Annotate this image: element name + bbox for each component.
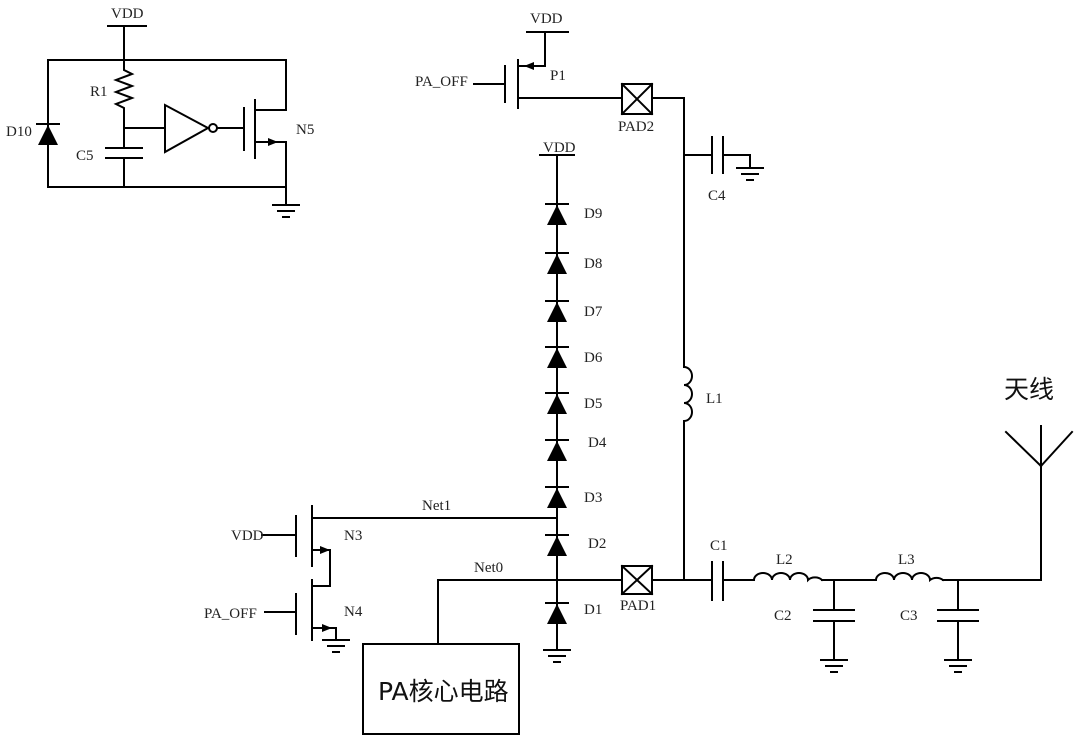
inductor-l1 bbox=[682, 365, 693, 423]
ground-n5 bbox=[272, 204, 300, 218]
ground-n4 bbox=[322, 639, 350, 653]
c3-label: C3 bbox=[900, 608, 918, 624]
vdd-label-p1: VDD bbox=[530, 11, 563, 27]
diode-chain bbox=[545, 203, 569, 624]
diode-d3 bbox=[545, 486, 569, 508]
ground-c2 bbox=[820, 659, 848, 673]
diode-d8 bbox=[545, 252, 569, 274]
esd-clamp-circuit: VDD D10 R1 C5 bbox=[6, 6, 314, 218]
net1-label: Net1 bbox=[422, 498, 451, 514]
capacitor-c3 bbox=[937, 579, 979, 661]
net0-label: Net0 bbox=[474, 560, 503, 576]
capacitor-c4 bbox=[683, 136, 751, 174]
n3-label: N3 bbox=[344, 528, 362, 544]
diode-d7 bbox=[545, 300, 569, 322]
n5-label: N5 bbox=[296, 122, 314, 138]
d2-label: D2 bbox=[588, 536, 606, 552]
diode-d2 bbox=[545, 534, 569, 556]
d1-label: D1 bbox=[584, 602, 602, 618]
n4-label: N4 bbox=[344, 604, 363, 620]
d4-label: D4 bbox=[588, 435, 607, 451]
d9-label: D9 bbox=[584, 206, 602, 222]
pad1 bbox=[620, 564, 654, 596]
l3-label: L3 bbox=[898, 552, 915, 568]
vdd-label-chain: VDD bbox=[543, 140, 576, 156]
transistor-n5 bbox=[243, 59, 287, 206]
resistor-r1 bbox=[113, 59, 135, 129]
ground-c3 bbox=[944, 659, 972, 673]
pa-core-block bbox=[362, 643, 520, 735]
inductor-l2 bbox=[752, 572, 824, 583]
transistor-n4 bbox=[264, 579, 337, 641]
c1-label: C1 bbox=[710, 538, 728, 554]
pad2-label: PAD2 bbox=[618, 119, 654, 135]
d8-label: D8 bbox=[584, 256, 602, 272]
diode-d10 bbox=[36, 123, 60, 149]
d5-label: D5 bbox=[584, 396, 602, 412]
pa-off-label-n4: PA_OFF bbox=[204, 606, 257, 622]
inductor-l3 bbox=[874, 572, 945, 583]
ground-diode-chain bbox=[543, 649, 571, 663]
inverter bbox=[164, 103, 245, 154]
l2-label: L2 bbox=[776, 552, 793, 568]
diode-d9 bbox=[545, 203, 569, 225]
pad1-label: PAD1 bbox=[620, 598, 656, 614]
transistor-n3 bbox=[261, 505, 331, 587]
diode-d4 bbox=[545, 439, 569, 461]
c2-label: C2 bbox=[774, 608, 792, 624]
pa-core-label: PA核心电路 bbox=[378, 677, 509, 706]
capacitor-c1 bbox=[711, 561, 724, 601]
d3-label: D3 bbox=[584, 490, 602, 506]
antenna-label: 天线 bbox=[1004, 375, 1054, 404]
pa-off-label-p1: PA_OFF bbox=[415, 74, 468, 90]
diode-d6 bbox=[545, 346, 569, 368]
diode-d5 bbox=[545, 392, 569, 414]
p1-label: P1 bbox=[550, 68, 566, 84]
d7-label: D7 bbox=[584, 304, 603, 320]
diode-d1 bbox=[545, 602, 569, 624]
transistor-p1 bbox=[473, 31, 623, 109]
capacitor-c5 bbox=[105, 127, 143, 188]
capacitor-c2 bbox=[813, 579, 855, 661]
c4-label: C4 bbox=[708, 188, 726, 204]
l1-label: L1 bbox=[706, 391, 723, 407]
antenna-icon bbox=[1004, 425, 1074, 581]
c5-label: C5 bbox=[76, 148, 94, 164]
r1-label: R1 bbox=[90, 84, 108, 100]
ground-c4 bbox=[736, 167, 764, 181]
d10-label: D10 bbox=[6, 124, 32, 140]
d6-label: D6 bbox=[584, 350, 603, 366]
pad2 bbox=[620, 82, 654, 116]
vdd-label-clamp: VDD bbox=[111, 6, 144, 22]
vdd-label-n3: VDD bbox=[231, 528, 264, 544]
